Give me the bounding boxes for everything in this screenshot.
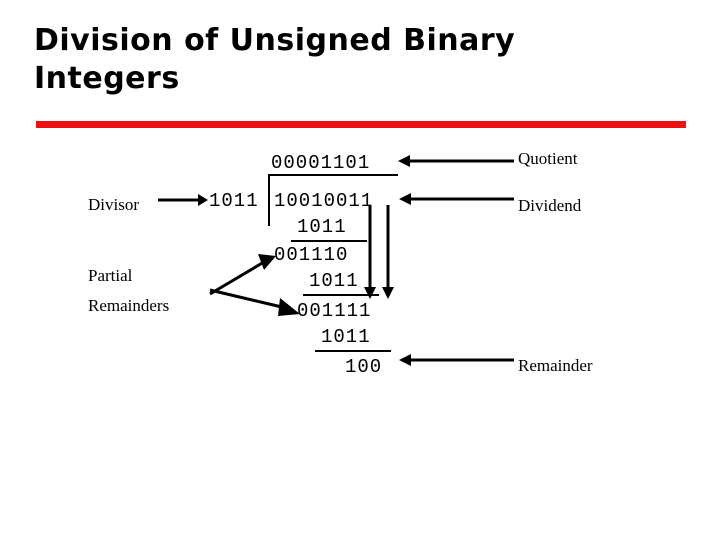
quotient-arrow-left-icon [398,155,514,167]
page-title: Division of Unsigned Binary Integers [34,23,516,96]
third-subtraction-rule [315,350,391,352]
bring-down-arrow-down-icon-2 [382,205,394,299]
first-subtrahend-digits: 1011 [297,216,347,238]
dividend-digits: 10010011 [274,190,374,212]
dividend-label: Dividend [518,196,582,215]
partial-remainder-branch-arrow-lower-icon [209,288,300,316]
first-subtraction-rule [291,240,367,242]
quotient-digits: 00001101 [271,152,371,174]
divisor-arrow-right-icon [158,194,208,206]
final-remainder-digits: 100 [345,356,383,378]
first-partial-remainder-digits: 001110 [274,244,349,266]
divisor-digits: 1011 [209,190,259,212]
title-accent-rule [36,121,686,128]
remainder-arrow-left-icon [399,354,514,366]
partial-remainder-branch-arrow-upper-icon [209,254,276,296]
third-subtrahend-digits: 1011 [321,326,371,348]
quotient-label: Quotient [518,149,578,168]
division-bracket-vertical [268,174,270,226]
division-bracket-overbar [268,174,398,176]
dividend-arrow-left-icon [399,193,514,205]
second-subtraction-rule [303,294,379,296]
second-partial-remainder-digits: 001111 [297,300,372,322]
bring-down-arrow-down-icon-1 [364,205,376,299]
divisor-label: Divisor [88,195,139,214]
second-subtrahend-digits: 1011 [309,270,359,292]
partial-remainders-label: Partial Remainders [88,266,170,315]
remainder-label: Remainder [518,356,593,375]
